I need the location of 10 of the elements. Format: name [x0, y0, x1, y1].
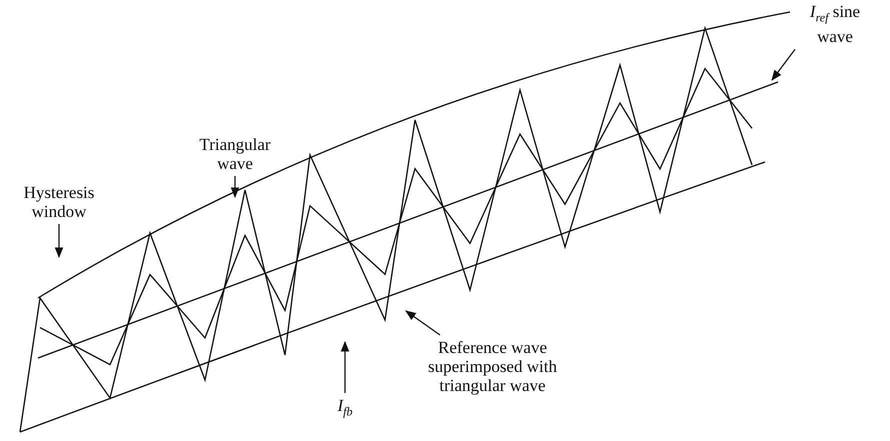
leader-arrow: [54, 224, 64, 258]
leader-arrow: [230, 176, 240, 198]
callout-label: Triangular wave: [190, 135, 280, 173]
leader-arrow: [340, 340, 350, 393]
leader-arrow: [405, 310, 440, 336]
callout-label: I$_{fb}$: [330, 396, 360, 422]
leader-arrow: [771, 49, 796, 81]
callout-label: Reference wave superimposed with triangular wave: [405, 338, 580, 395]
callout-label: Hysteresis window: [14, 183, 104, 221]
callout-label: I$_{ref}$ sine wave: [795, 2, 875, 46]
